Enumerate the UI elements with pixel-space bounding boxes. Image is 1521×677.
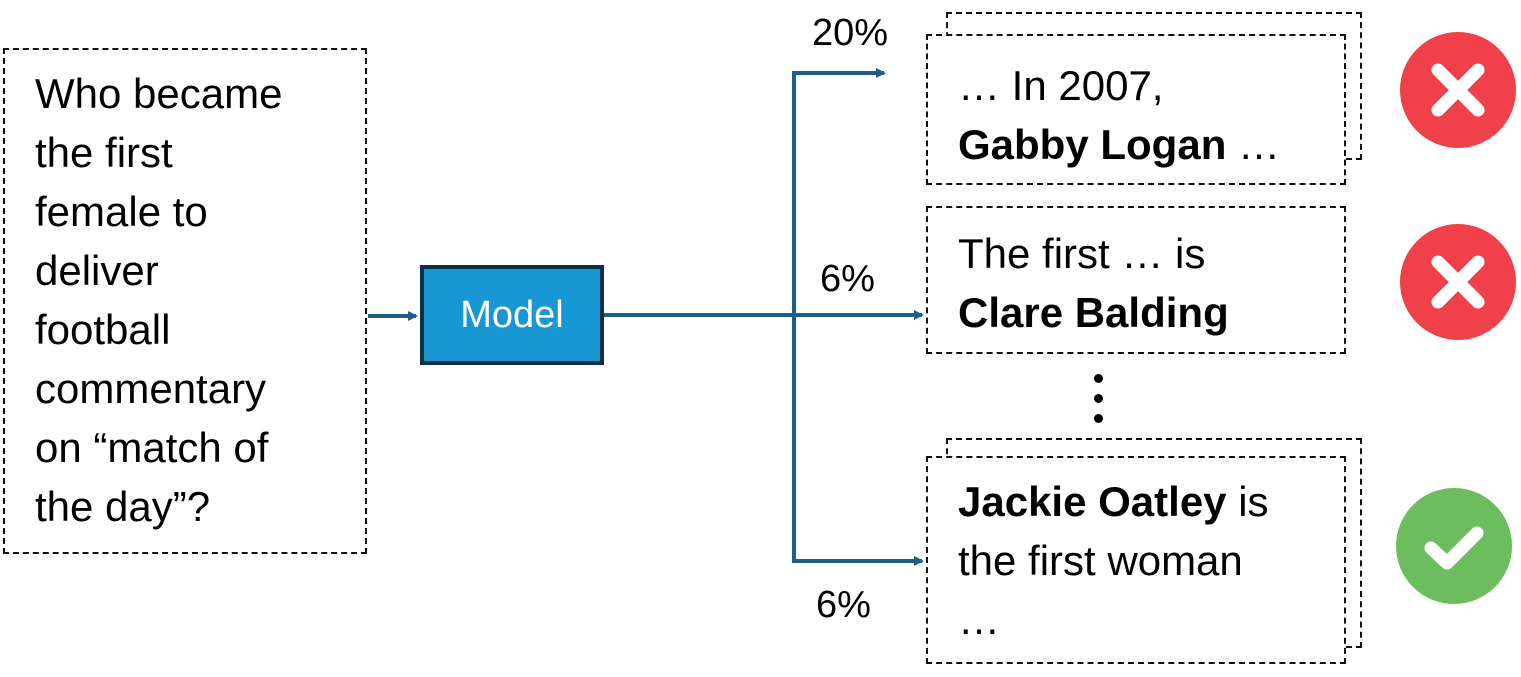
answer-name: Jackie Oatley (958, 478, 1227, 525)
answer-text-line: Clare Balding (958, 283, 1344, 342)
question-line: the day”? (35, 483, 211, 530)
probability-answer-1: 20% (812, 12, 889, 54)
x-icon (1400, 224, 1516, 340)
answer-name: Gabby Logan (958, 121, 1227, 168)
answer-card-3: Jackie Oatley is the first woman … (926, 456, 1346, 664)
x-icon (1400, 32, 1516, 148)
answer-text-line: Gabby Logan … (958, 121, 1281, 168)
answer-name: Clare Balding (958, 289, 1229, 336)
question-line: female to (35, 188, 208, 235)
question-line: football (35, 306, 171, 353)
answer-text-line: … (958, 596, 1000, 643)
question-line: the first (35, 129, 173, 176)
model-block: Model (420, 265, 604, 365)
probability-answer-3: 6% (816, 584, 871, 626)
question-box: Who became the first female to deliver f… (3, 48, 367, 554)
answer-card-2: The first … is Clare Balding (926, 206, 1346, 354)
question-line: deliver (35, 247, 159, 294)
ellipsis-icon (1090, 374, 1106, 426)
question-line: commentary (35, 365, 267, 412)
answer-text-line: Jackie Oatley is (958, 478, 1269, 525)
model-label: Model (460, 293, 564, 336)
probability-answer-2: 6% (820, 258, 875, 300)
answer-text-line: The first … is (958, 230, 1206, 277)
answer-card-1: … In 2007, Gabby Logan … (926, 34, 1346, 185)
answer-text-line: … In 2007, (958, 62, 1164, 109)
check-icon (1396, 488, 1512, 604)
answer-text-line: the first woman (958, 537, 1243, 584)
question-line: on “match of (35, 424, 269, 471)
question-line: Who became (35, 70, 283, 117)
